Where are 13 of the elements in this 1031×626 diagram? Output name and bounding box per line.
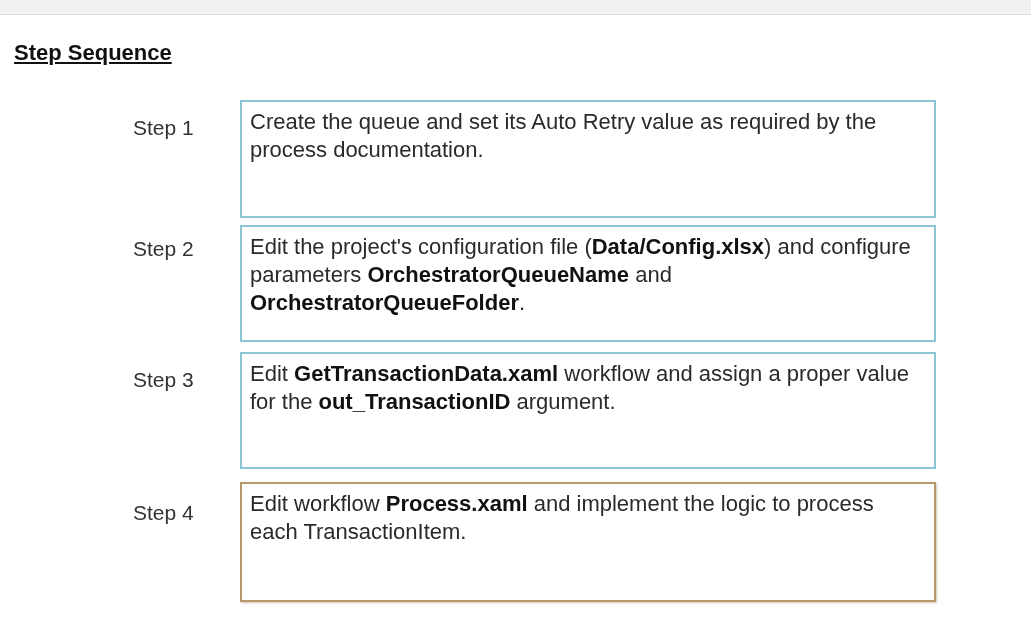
step-box [240,225,936,342]
step-box [240,482,936,602]
step-text: Create the queue and set its Auto Retry value as required by the process documentation. [250,108,878,164]
step-box [240,100,936,218]
step-label: Step 3 [133,368,194,392]
step-text: Edit GetTransactionData.xaml workflow and assign a proper value for the out_TransactionID argument. [250,360,911,416]
step-text: Edit the project's configuration file (Data/Config.xlsx) and configure parameters OrchestratorQueueName and OrchestratorQueueFolder. [250,233,912,317]
heading: Step Sequence [14,40,172,66]
step-box [240,352,936,469]
step-label: Step 2 [133,237,194,261]
step-label: Step 1 [133,116,194,140]
step-text: Edit workflow Process.xaml and implement the logic to process each TransactionItem. [250,490,875,546]
step-label: Step 4 [133,501,194,525]
